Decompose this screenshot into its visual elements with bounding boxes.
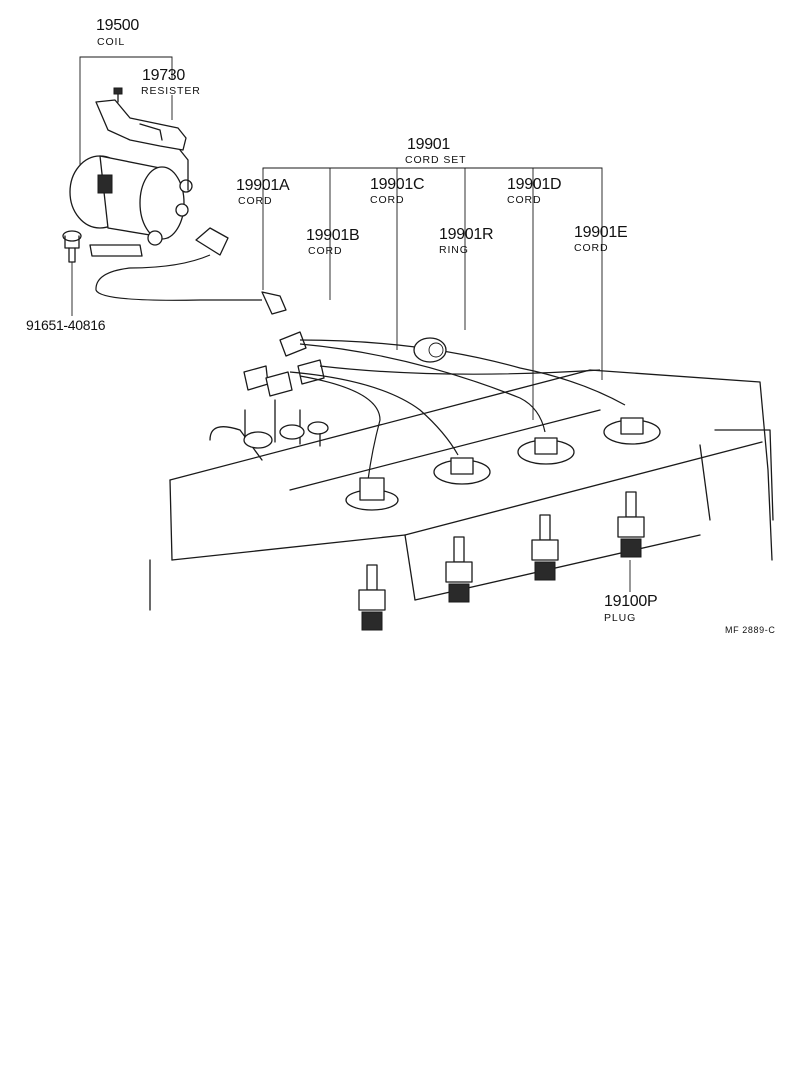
resister-part-number: 19730 [142,67,185,84]
cord-b-part-number: 19901B [306,227,360,244]
cord-b-part-name: CORD [308,245,343,257]
cord-c-part-name: CORD [370,194,405,206]
plug-boots [345,417,661,511]
resister-part-name: RESISTER [141,85,201,97]
cord-d-part-number: 19901D [507,176,562,193]
coil-part-number: 19500 [96,17,139,34]
leader-lines [71,56,631,592]
cord-set-part-name: CORD SET [405,154,467,166]
cord-set-part-number: 19901 [407,136,450,153]
ring-part-number: 19901R [439,226,494,243]
plug-part-name: PLUG [604,612,637,624]
cord-d-part-name: CORD [507,194,542,206]
coil-cable [95,227,287,315]
cord-c-part-number: 19901C [370,176,425,193]
ignition-coil [69,87,193,257]
cord-ring [413,337,447,363]
cord-a-part-name: CORD [238,195,273,207]
cord-a-part-number: 19901A [236,177,290,194]
cord-e-part-name: CORD [574,242,609,254]
plug-cords [289,339,626,481]
drawing-code: MF 2889-C [725,625,776,635]
distributor-boots [243,331,325,397]
cord-e-part-number: 19901E [574,224,628,241]
mounting-bolt [62,230,82,263]
spark-plugs [358,491,645,631]
plug-part-number: 19100P [604,593,658,610]
engine-block [149,369,774,611]
bolt-part-number: 91651-40816 [26,317,106,333]
coil-part-name: COIL [97,36,126,48]
ring-part-name: RING [439,244,469,256]
